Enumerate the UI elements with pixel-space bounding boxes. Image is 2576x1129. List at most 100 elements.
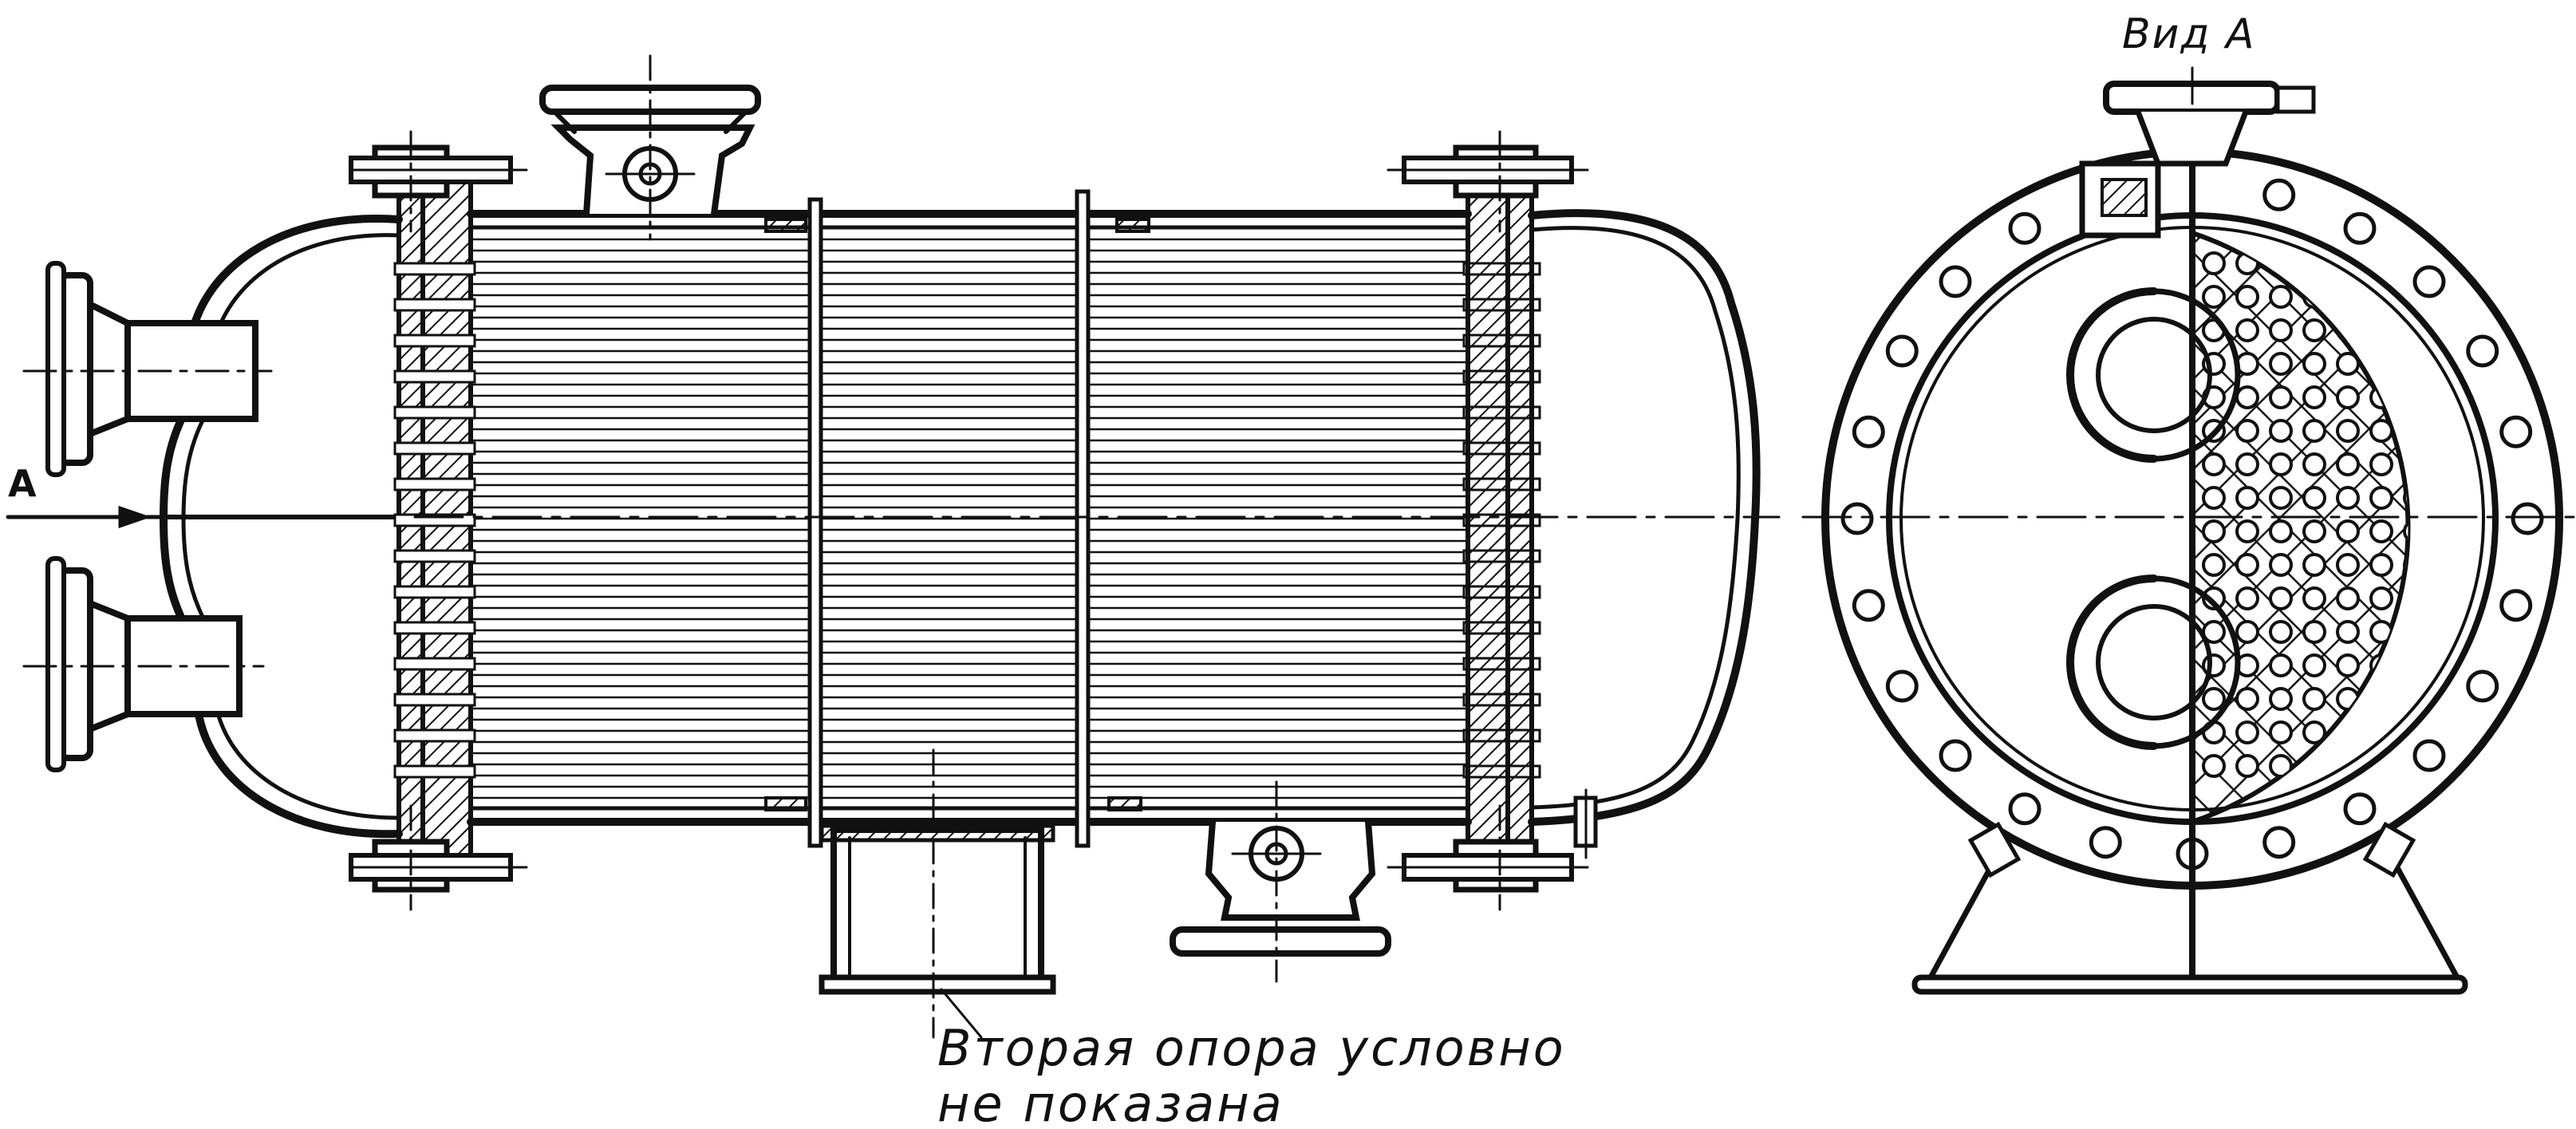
tube-hole: [2269, 687, 2293, 711]
tube-hole: [2302, 620, 2326, 644]
tube-hole: [2269, 720, 2293, 744]
tube-hole: [2336, 687, 2360, 711]
note-line-2: не показана: [937, 1075, 1284, 1129]
tube-hole: [2302, 553, 2326, 577]
tube-hole: [2202, 519, 2226, 543]
support-saddle: [819, 748, 1056, 1039]
bolt-hole: [1852, 415, 1885, 448]
tube-hole: [2302, 720, 2326, 744]
bolt-hole: [2262, 178, 2296, 211]
shell-bottom-nozzle: [1170, 780, 1391, 983]
bolt-hole: [2343, 792, 2377, 826]
tube-end: [393, 262, 476, 276]
left-lower-nozzle: [22, 556, 265, 772]
tube-hole: [2235, 385, 2259, 409]
right-tube-sheet: [1387, 130, 1589, 911]
bolt-hole: [2412, 265, 2446, 298]
tube-layout-mesh: [2190, 231, 2459, 824]
tube-hole: [2403, 586, 2408, 610]
tube-hole: [2336, 519, 2360, 543]
longitudinal-section: [6, 54, 1781, 1039]
tube-hole: [2235, 419, 2259, 443]
tube-hole: [2336, 385, 2360, 409]
tube-hole: [2235, 586, 2259, 610]
tube-hole: [2403, 352, 2408, 376]
tube-hole: [2269, 318, 2293, 342]
tube-hole: [2369, 687, 2393, 711]
tube-hole: [2269, 419, 2293, 443]
tube-hole: [2269, 251, 2293, 275]
tube-end: [393, 764, 476, 779]
tube-hole: [2336, 452, 2360, 476]
bolt-hole: [2511, 502, 2544, 535]
tube-hole: [2403, 620, 2408, 644]
tube-end: [393, 621, 476, 635]
tube-hole: [2403, 553, 2408, 577]
tube-hole: [2302, 385, 2326, 409]
tube-hole: [2235, 720, 2259, 744]
tube-hole: [2336, 586, 2360, 610]
tube-hole: [2336, 653, 2360, 677]
tube-hole: [2336, 620, 2360, 644]
tube-hole: [2336, 318, 2360, 342]
tube-hole: [2336, 285, 2360, 309]
tube-hole: [2369, 318, 2393, 342]
tube-hole: [2202, 553, 2226, 577]
tube-hole: [2369, 586, 2393, 610]
tube-hole: [2403, 653, 2408, 677]
end-view-support: [1911, 821, 2468, 995]
shell-top-nozzle: [539, 54, 761, 241]
left-channel-head: [159, 215, 403, 839]
tube-hole: [2438, 488, 2459, 508]
tube-hole: [2438, 588, 2459, 609]
tube-hole: [2235, 452, 2259, 476]
bolt-hole: [2466, 334, 2499, 368]
tube-end: [393, 693, 476, 707]
bolt-hole: [1885, 669, 1919, 703]
view-title: Вид А: [2122, 10, 2256, 58]
tube-end: [393, 369, 476, 384]
tube-end: [393, 405, 476, 420]
end-view-top-nozzle: [2079, 66, 2316, 239]
bolt-hole: [1939, 739, 1972, 772]
bolt-hole: [2412, 739, 2446, 772]
tube-hole: [2269, 620, 2293, 644]
tube-hole: [2235, 519, 2259, 543]
bolt-hole: [1840, 502, 1874, 535]
tube-hole: [2302, 419, 2326, 443]
tube-hole: [2302, 486, 2326, 510]
bolt-hole: [2262, 826, 2296, 859]
bolt-hole: [2089, 826, 2122, 859]
tube-hole: [2235, 687, 2259, 711]
tube-hole: [2369, 452, 2393, 476]
tube-hole: [2269, 586, 2293, 610]
tube-hole: [2202, 586, 2226, 610]
tube-hole: [2369, 653, 2393, 677]
tube-end: [393, 298, 476, 312]
tube-hole: [2269, 352, 2293, 376]
tube-hole: [2202, 754, 2226, 778]
nozzle-openings: [2066, 287, 2241, 750]
bolt-hole: [2499, 589, 2533, 622]
tube-hole: [2235, 754, 2259, 778]
tube-hole: [2302, 519, 2326, 543]
tube-end: [393, 728, 476, 743]
tube-hole: [2438, 420, 2459, 441]
tube-hole: [2269, 519, 2293, 543]
tube-hole: [2235, 318, 2259, 342]
tube-hole: [2269, 486, 2293, 510]
note-line-1: Вторая опора условно: [937, 1019, 1566, 1077]
tube-end: [393, 549, 476, 563]
tube-hole: [2403, 419, 2408, 443]
right-elliptical-head: [1528, 209, 1761, 859]
tube-hole: [2302, 452, 2326, 476]
tube-hole: [2302, 586, 2326, 610]
tube-hole: [2302, 352, 2326, 376]
tube-hole: [2336, 419, 2360, 443]
tube-hole: [2269, 285, 2293, 309]
tube-end: [393, 441, 476, 456]
tube-bundle: [393, 238, 1541, 799]
tube-hole: [2302, 318, 2326, 342]
baffles: [764, 189, 1150, 848]
